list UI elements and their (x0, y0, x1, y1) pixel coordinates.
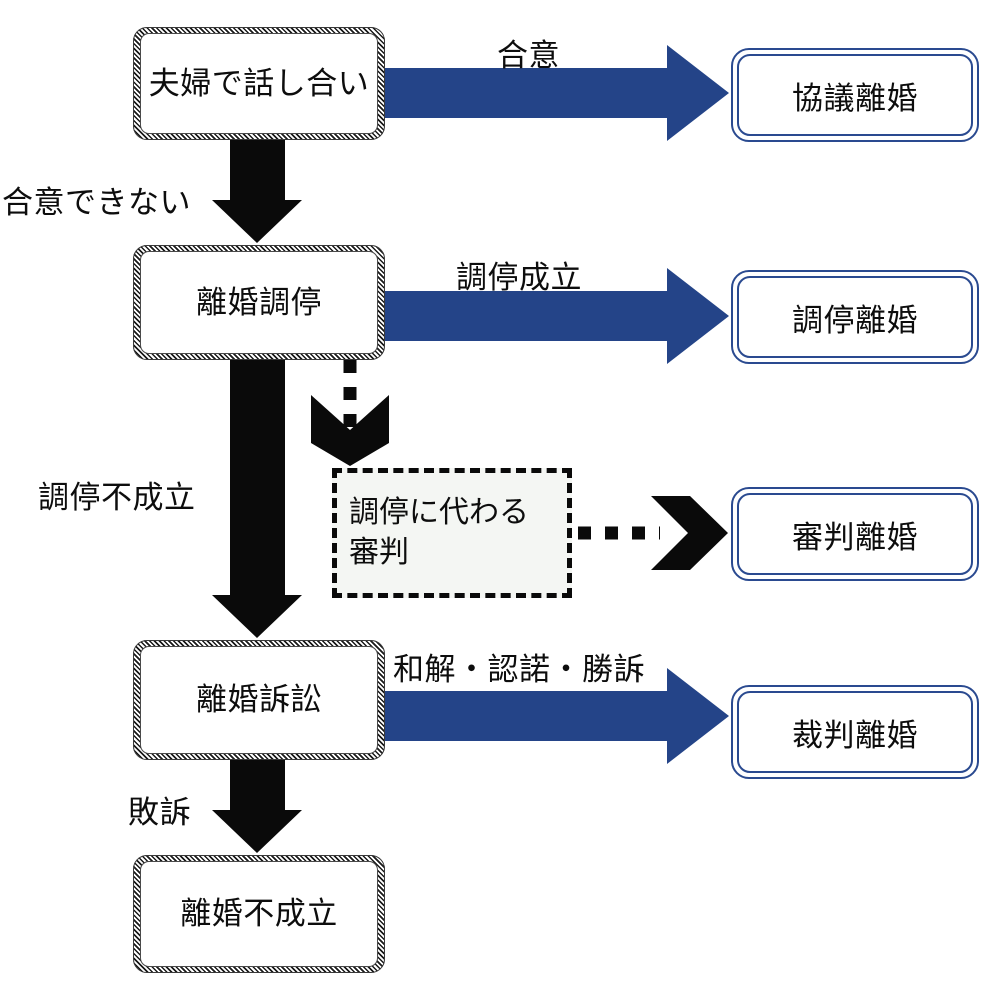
process-box-lawsuit[interactable]: 離婚訴訟 (133, 640, 385, 760)
process-box-failed[interactable]: 離婚不成立 (133, 855, 385, 973)
black-arrow-talk-to-mediation (212, 140, 302, 243)
result-box-chotei-label: 調停離婚 (737, 276, 973, 358)
edge-label-win: 和解・認諾・勝訴 (393, 652, 645, 687)
result-box-saiban-label: 裁判離婚 (737, 691, 973, 773)
process-box-mediation[interactable]: 離婚調停 (133, 245, 385, 360)
process-box-talk-label: 夫婦で 話し合い (140, 33, 378, 134)
dashed-box-line1: 調停に代わる (349, 496, 529, 530)
process-box-talk-line1: 夫婦で (148, 65, 244, 101)
edge-label-mediation-ok: 調停成立 (456, 260, 582, 295)
black-arrow-mediation-to-lawsuit (212, 360, 302, 638)
process-box-talk[interactable]: 夫婦で 話し合い (133, 27, 385, 140)
process-box-lawsuit-label: 離婚訴訟 (140, 646, 378, 754)
result-box-saiban[interactable]: 裁判離婚 (731, 685, 979, 779)
result-box-kyogi[interactable]: 協議離婚 (731, 48, 979, 142)
black-arrow-lawsuit-to-failed (212, 760, 302, 853)
result-box-shinpan-label: 審判離婚 (737, 493, 973, 575)
result-box-shinpan[interactable]: 審判離婚 (731, 487, 979, 581)
result-box-chotei[interactable]: 調停離婚 (731, 270, 979, 364)
result-box-kyogi-label: 協議離婚 (737, 54, 973, 136)
process-box-mediation-label: 離婚調停 (140, 251, 378, 354)
edge-label-mediation-ng: 調停不成立 (38, 480, 196, 515)
process-box-failed-label: 離婚不成立 (140, 861, 378, 967)
edge-label-agree: 合意 (497, 38, 560, 73)
chevron-arrowhead-right (651, 496, 728, 570)
chevron-arrowhead-down (311, 395, 389, 466)
edge-label-cannot-agree: 合意できない (2, 185, 191, 220)
dashed-box-line2: 審判 (349, 536, 409, 569)
edge-label-lose: 敗訴 (128, 795, 191, 830)
dashed-box-adjudication[interactable]: 調停に代わる 審判 (332, 468, 572, 598)
process-box-talk-line2: 話し合い (243, 65, 370, 101)
